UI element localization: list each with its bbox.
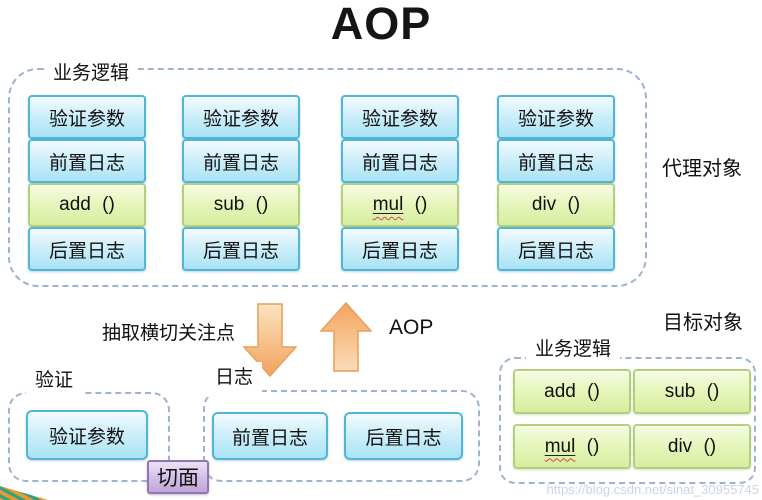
proxy-cell-method-div: div () — [497, 183, 615, 227]
down-arrow-icon — [243, 303, 297, 377]
proxy-cell-method-sub: sub () — [182, 183, 300, 227]
target-side-label: 目标对象 — [663, 312, 743, 334]
proxy-cell-post-log: 后置日志 — [28, 227, 146, 271]
misspelled-word-wrap: mul — [373, 194, 404, 216]
post-log-box: 后置日志 — [344, 412, 463, 460]
proxy-cell-method-add: add () — [28, 183, 146, 227]
target-method-mul: mul () — [513, 424, 631, 469]
aop-arrow-label: AOP — [389, 316, 434, 339]
csdn-watermark: https://blog.csdn.net/sinat_30955745 — [546, 482, 760, 497]
proxy-cell-pre-log: 前置日志 — [28, 139, 146, 183]
target-frame-label: 业务逻辑 — [526, 334, 621, 369]
proxy-cell-post-log: 后置日志 — [497, 227, 615, 271]
target-method-add: add () — [513, 369, 631, 414]
validate-frame-label: 验证 — [26, 365, 83, 400]
proxy-cell-pre-log: 前置日志 — [497, 139, 615, 183]
target-frame — [499, 357, 756, 484]
aspect-badge: 切面 — [147, 460, 209, 494]
pre-log-box: 前置日志 — [212, 412, 328, 460]
log-frame-label: 日志 — [206, 362, 263, 397]
method-word: mul — [544, 435, 576, 457]
up-arrow-icon — [320, 302, 372, 372]
method-word: mul — [372, 194, 404, 215]
method-parens: () — [414, 194, 428, 215]
proxy-cell-pre-log: 前置日志 — [341, 139, 459, 183]
proxy-cell-post-log: 后置日志 — [341, 227, 459, 271]
proxy-cell-method-mul: mul () — [341, 183, 459, 227]
proxy-frame-label: 业务逻辑 — [44, 58, 139, 93]
proxy-cell-post-log: 后置日志 — [182, 227, 300, 271]
target-method-div: div () — [633, 424, 751, 469]
diagram-title: AOP — [330, 0, 432, 49]
proxy-cell-validate: 验证参数 — [28, 95, 146, 139]
proxy-side-label: 代理对象 — [662, 158, 742, 180]
validate-params-box: 验证参数 — [26, 410, 148, 460]
target-method-sub: sub () — [633, 369, 751, 414]
corner-stripe-decoration-icon — [0, 486, 48, 500]
proxy-frame — [8, 68, 647, 287]
log-frame — [203, 390, 480, 482]
proxy-cell-validate: 验证参数 — [182, 95, 300, 139]
misspelled-word-wrap: mul — [545, 436, 576, 458]
extract-crosscut-label: 抽取横切关注点 — [102, 323, 236, 344]
proxy-cell-validate: 验证参数 — [497, 95, 615, 139]
validate-frame — [8, 392, 170, 482]
proxy-cell-pre-log: 前置日志 — [182, 139, 300, 183]
proxy-cell-validate: 验证参数 — [341, 95, 459, 139]
method-parens: () — [586, 435, 600, 457]
